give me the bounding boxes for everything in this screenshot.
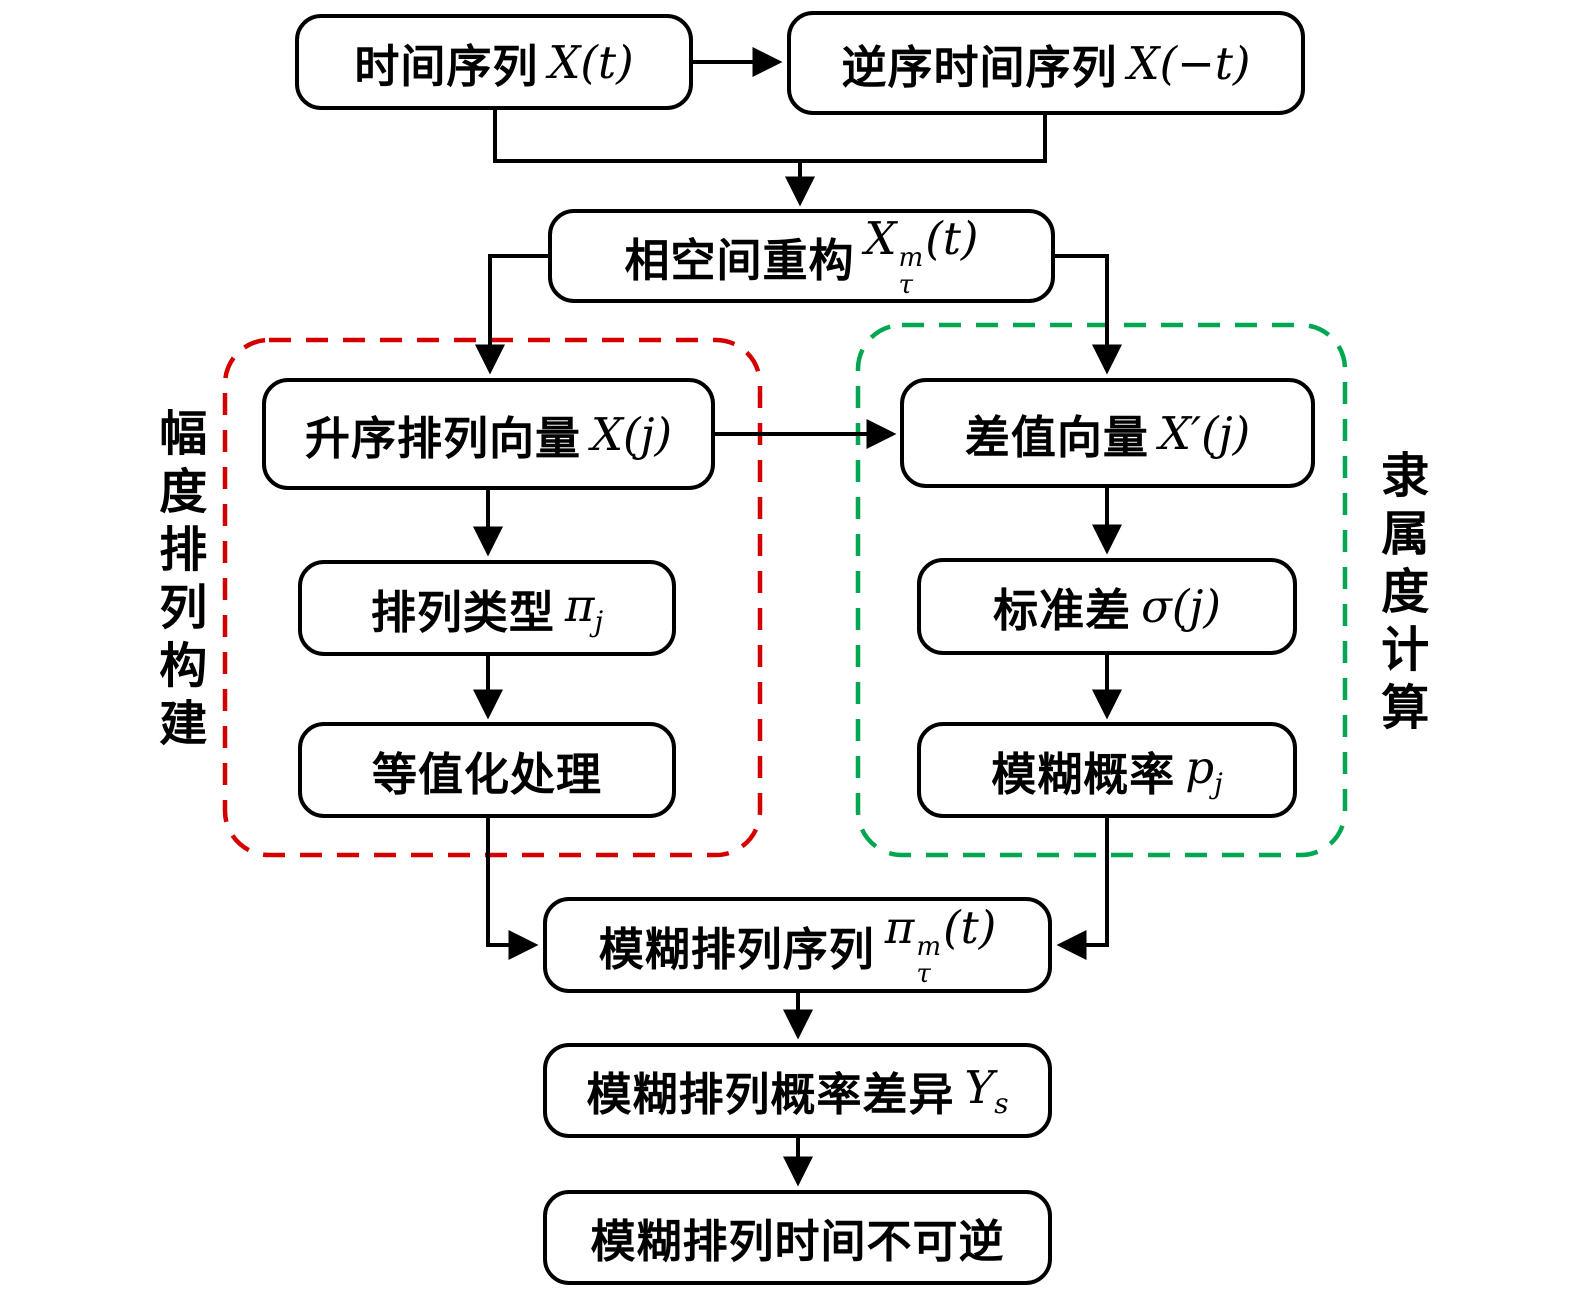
node-label-cn: 时间序列 <box>354 39 539 93</box>
node-label-math: pj <box>1185 740 1223 800</box>
node-difference-vector: 差值向量 X′(j) <box>900 378 1315 488</box>
node-label-cn: 模糊排列时间不可逆 <box>590 1215 1005 1268</box>
node-fuzzy-time-irreversibility: 模糊排列时间不可逆 <box>543 1190 1052 1285</box>
node-label-cn: 逆序时间序列 <box>841 40 1118 94</box>
node-reversed-series: 逆序时间序列 X(−t) <box>787 11 1305 115</box>
node-label-cn: 差值向量 <box>964 410 1149 464</box>
amplitude-group-outline <box>222 337 763 858</box>
node-permutation-type: 排列类型 πj <box>298 560 676 656</box>
node-label-math: X(−t) <box>1127 36 1251 90</box>
node-label-cn: 模糊概率 <box>991 747 1176 801</box>
node-standard-deviation: 标准差 σ(j) <box>917 558 1297 655</box>
merge-connector-top <box>493 110 1047 163</box>
node-label-cn: 升序排列向量 <box>304 411 581 465</box>
node-label-math: X(t) <box>548 35 634 89</box>
node-label-cn: 等值化处理 <box>371 747 602 801</box>
node-label-cn: 模糊排列概率差异 <box>586 1068 955 1121</box>
node-label-cn: 排列类型 <box>370 585 555 639</box>
node-label-math: X(j) <box>590 407 673 461</box>
node-fuzzy-probability-difference: 模糊排列概率差异 Ys <box>543 1043 1052 1138</box>
node-fuzzy-probability: 模糊概率 pj <box>917 722 1297 818</box>
node-label-math: X′(j) <box>1158 406 1251 460</box>
node-label-cn: 相空间重构 <box>624 233 855 287</box>
group-label-amplitude-permutation: 幅度排列构建 <box>150 408 207 756</box>
group-label-membership-calculation: 隶属度计算 <box>1372 450 1429 740</box>
arrow-phasespace-to-ascending <box>475 254 548 375</box>
node-time-series: 时间序列 X(t) <box>295 14 693 110</box>
node-label-math: σ(j) <box>1141 580 1221 633</box>
node-label-cn: 模糊排列序列 <box>598 922 875 976</box>
arrow-phasespace-to-difference <box>1055 254 1122 375</box>
node-label-math: πj <box>564 578 604 638</box>
node-label-math: Ys <box>964 1061 1009 1120</box>
arrow-fuzzyprob-to-fuzzyseq <box>1056 818 1109 960</box>
membership-group-outline <box>855 322 1348 858</box>
node-equalization: 等值化处理 <box>298 722 676 818</box>
arrow-equalization-to-fuzzyseq <box>486 818 539 960</box>
node-ascending-vector: 升序排列向量 X(j) <box>262 378 715 490</box>
node-label-cn: 标准差 <box>993 584 1132 637</box>
